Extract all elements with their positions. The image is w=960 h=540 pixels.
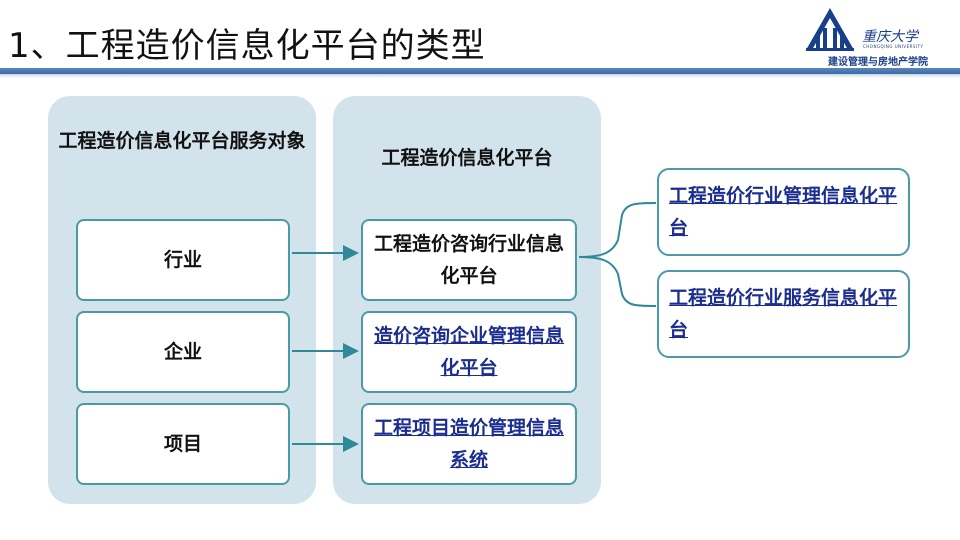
university-logo: 重庆大学 CHONGQING UNIVERSITY 建设管理与房地产学院 [800, 4, 956, 68]
header-divider-shadow [0, 74, 960, 78]
building-icon [802, 4, 858, 52]
target-box-project[interactable]: 项目 [76, 403, 290, 485]
platform-box-industry-service[interactable]: 工程造价行业服务信息化平台 [657, 270, 910, 358]
platform-box-project-cost-system[interactable]: 工程项目造价管理信息系统 [361, 403, 577, 485]
slide-title: 1、工程造价信息化平台的类型 [8, 26, 486, 66]
branch-bracket [578, 202, 657, 307]
logo-english: CHONGQING UNIVERSITY [863, 44, 924, 49]
platform-box-enterprise-management[interactable]: 造价咨询企业管理信息化平台 [361, 311, 577, 393]
platforms-title: 工程造价信息化平台 [381, 147, 553, 169]
logo-department: 建设管理与房地产学院 [828, 57, 928, 68]
service-targets-title: 工程造价信息化平台服务对象 [58, 130, 306, 152]
platform-box-industry-management[interactable]: 工程造价行业管理信息化平台 [657, 168, 910, 256]
logo-name: 重庆大学 [862, 29, 918, 45]
header-divider [0, 68, 960, 74]
target-box-industry[interactable]: 行业 [76, 219, 290, 301]
target-box-enterprise[interactable]: 企业 [76, 311, 290, 393]
platform-box-consulting-industry[interactable]: 工程造价咨询行业信息化平台 [361, 219, 577, 301]
